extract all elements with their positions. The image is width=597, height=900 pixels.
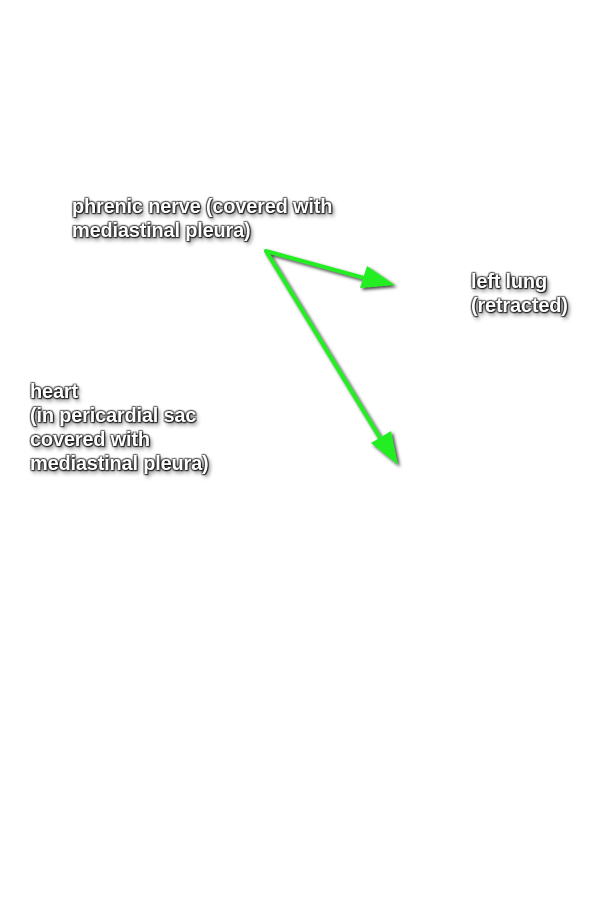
arrow-to-left-lung-shaft bbox=[264, 249, 370, 281]
arrow-to-heart-head bbox=[371, 431, 398, 465]
heart-label-line-4: mediastinal pleura) bbox=[30, 453, 209, 475]
left-lung-label-line-1: left lung bbox=[471, 271, 547, 293]
heart-label-line-2: (in pericardial sac bbox=[30, 405, 197, 427]
phrenic-nerve-label-line-2: mediastinal pleura) bbox=[72, 220, 251, 242]
heart-label-line-1: heart bbox=[30, 381, 78, 403]
arrow-to-left-lung-head bbox=[360, 266, 395, 288]
phrenic-nerve-label-line-1: phrenic nerve (covered with bbox=[72, 196, 333, 218]
arrow-to-heart-shaft bbox=[264, 249, 385, 445]
heart-label: heart (in pericardial sac covered with m… bbox=[30, 380, 209, 476]
left-lung-label: left lung (retracted) bbox=[471, 270, 568, 318]
heart-label-line-3: covered with bbox=[30, 429, 150, 451]
left-lung-label-line-2: (retracted) bbox=[471, 295, 568, 317]
phrenic-nerve-label: phrenic nerve (covered with mediastinal … bbox=[72, 195, 332, 243]
